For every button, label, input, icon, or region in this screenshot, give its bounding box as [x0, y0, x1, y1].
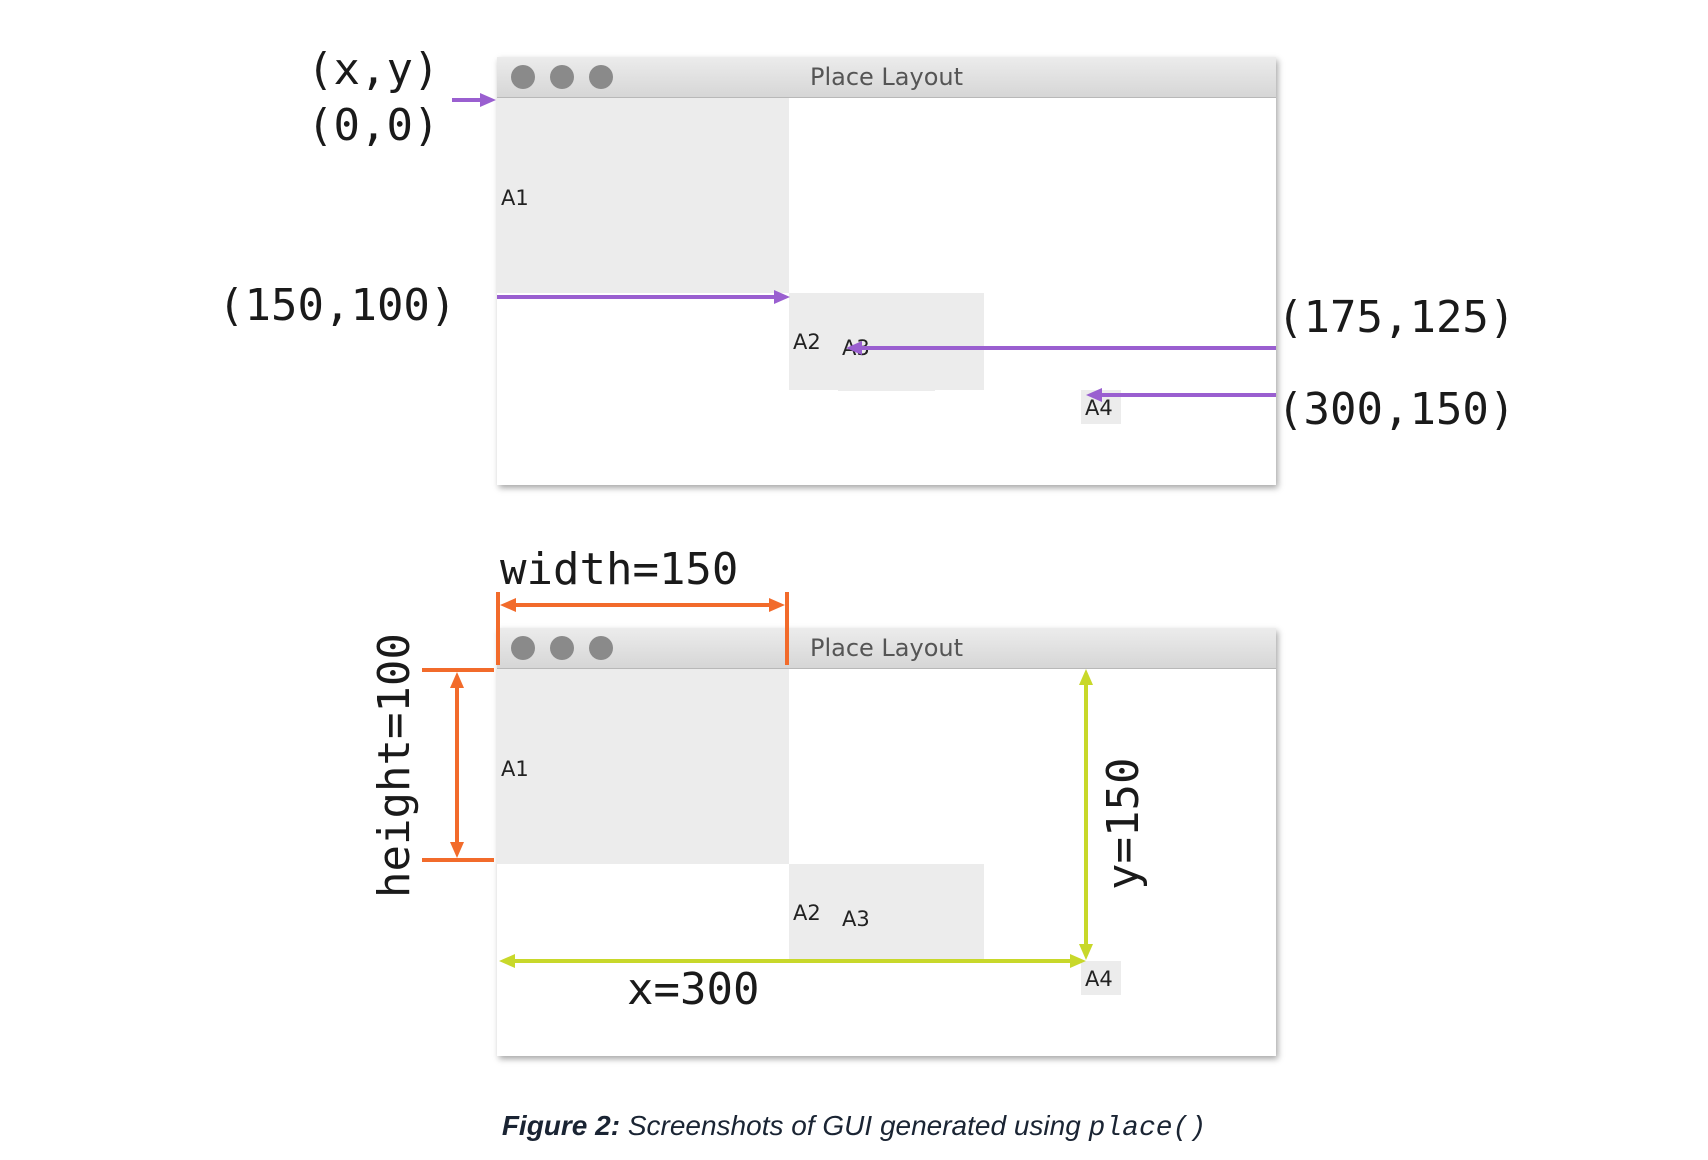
minimize-button[interactable]: [550, 65, 574, 89]
height-arrowhead-bottom: [450, 842, 464, 858]
widget-a1: A1: [497, 98, 789, 293]
widget-a1-label: A1: [501, 757, 529, 781]
place-layout-window-top: Place Layout A1 A2 A3 A4: [497, 57, 1276, 485]
widget-a3-label: A3: [842, 336, 870, 360]
label-x: x=300: [627, 964, 760, 1015]
widget-a2-label: A2: [793, 330, 821, 354]
zoom-button[interactable]: [589, 65, 613, 89]
figure-caption: Figure 2: Screenshots of GUI generated u…: [0, 1110, 1708, 1144]
widget-a3-label: A3: [842, 907, 870, 931]
height-arrowhead-top: [450, 672, 464, 688]
widget-a1: A1: [497, 669, 789, 864]
label-width: width=150: [500, 544, 739, 595]
widget-a2: A2: [789, 864, 984, 961]
place-layout-window-bottom: Place Layout A1 A2 A3 A4: [497, 628, 1276, 1056]
widget-a4: A4: [1081, 390, 1121, 424]
label-coord-a2: (150,100): [218, 280, 457, 331]
minimize-button[interactable]: [550, 636, 574, 660]
caption-label: Figure 2:: [501, 1110, 621, 1141]
widget-a2-label: A2: [793, 901, 821, 925]
widget-a1-label: A1: [501, 186, 529, 210]
close-button[interactable]: [511, 636, 535, 660]
label-coord-a4: (300,150): [1277, 384, 1516, 435]
window-title: Place Layout: [809, 63, 964, 91]
widget-a4-label: A4: [1085, 967, 1113, 991]
label-y: y=150: [1098, 757, 1149, 890]
close-button[interactable]: [511, 65, 535, 89]
widget-a4-label: A4: [1085, 396, 1113, 420]
window-titlebar: Place Layout: [497, 628, 1276, 669]
width-arrowhead-right: [769, 598, 785, 612]
label-origin-xy: (x,y): [307, 44, 440, 95]
label-origin-00: (0,0): [307, 100, 440, 151]
window-title: Place Layout: [809, 634, 964, 662]
zoom-button[interactable]: [589, 636, 613, 660]
widget-a3: A3: [838, 907, 935, 962]
widget-a4: A4: [1081, 961, 1121, 995]
window-content: A1 A2 A3 A4: [497, 669, 1276, 1056]
caption-text: Screenshots of GUI generated using: [627, 1110, 1081, 1141]
widget-a3: A3: [838, 336, 935, 391]
caption-code: place(): [1088, 1113, 1207, 1144]
arrowhead-origin: [480, 93, 496, 107]
width-arrowhead-left: [500, 598, 516, 612]
label-coord-a3: (175,125): [1277, 292, 1516, 343]
label-height: height=100: [369, 633, 420, 898]
window-content: A1 A2 A3 A4: [497, 98, 1276, 485]
window-titlebar: Place Layout: [497, 57, 1276, 98]
